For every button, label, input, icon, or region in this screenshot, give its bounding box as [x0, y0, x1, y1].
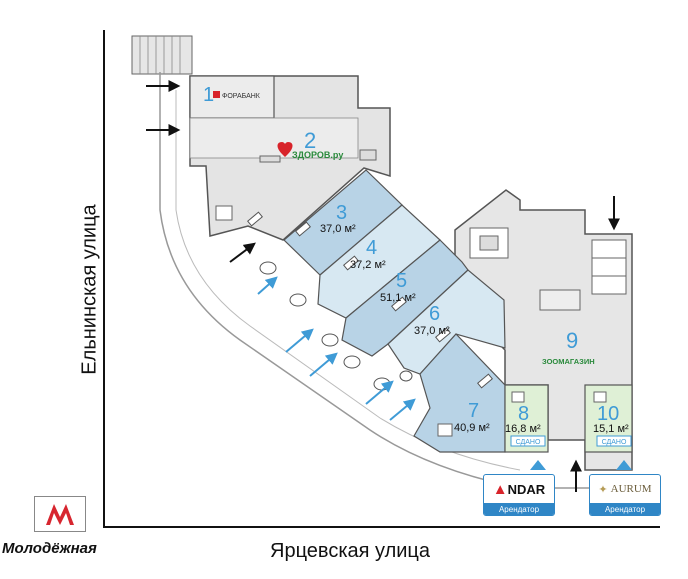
- unit-7-area-label: 40,9 м²: [454, 422, 490, 434]
- storefront-windows: [247, 211, 493, 389]
- entrance-arrows: [146, 80, 620, 492]
- aurum-caption: Арендатор: [590, 503, 660, 515]
- unit-10-number: 10: [597, 403, 619, 425]
- tenant-zoo-label: ЗООМАГАЗИН: [542, 357, 595, 366]
- metro-m-icon: [46, 504, 74, 525]
- aurum-diamond-icon: ✦: [598, 483, 608, 496]
- tenant-forabank-label: ФОРАБАНК: [222, 93, 261, 100]
- unit-6-area: [387, 269, 506, 375]
- tenant-badge-ndar: ▲ NDAR Арендатор: [483, 474, 555, 516]
- ndar-mark-icon: ▲: [492, 480, 508, 498]
- tenant-forabank: ФОРАБАНК: [213, 91, 261, 100]
- unit-3-area-label: 37,0 м²: [320, 223, 356, 235]
- tenant-badge-aurum: ✦ AURUM Арендатор: [589, 474, 661, 516]
- unit-4-number: 4: [366, 237, 377, 259]
- unit-4-area-label: 37,2 м²: [350, 259, 386, 271]
- unit-10-status: СДАНО: [596, 435, 632, 447]
- interior-fixtures: [215, 149, 627, 437]
- badge-pointer-aurum: [616, 460, 632, 470]
- storefront-entrance-arrows: [257, 276, 416, 421]
- entry-stair: [131, 35, 193, 75]
- ndar-logo: ▲ NDAR: [484, 475, 554, 503]
- heart-icon: [277, 142, 293, 157]
- ndar-logo-text: NDAR: [507, 481, 546, 497]
- unit-1-area: [189, 75, 275, 119]
- unit-5-area-label: 51,1 м²: [380, 292, 416, 304]
- unit-2-number: 2: [304, 128, 316, 153]
- unit-10-status-text: СДАНО: [602, 439, 627, 446]
- unit-7-area: [413, 333, 506, 453]
- sidewalk-outline: [159, 72, 640, 489]
- unit-3-number: 3: [336, 202, 347, 224]
- unit-6-area-label: 37,0 м²: [414, 325, 450, 337]
- aurum-logo: ✦ AURUM: [590, 475, 660, 503]
- unit-5-number: 5: [396, 270, 407, 292]
- ndar-caption: Арендатор: [484, 503, 554, 515]
- unit-2-upper: [189, 117, 359, 159]
- street-label-bottom: Ярцевская улица: [270, 540, 430, 562]
- unit-7-number: 7: [468, 400, 479, 422]
- metro-station-label: Молодёжная: [2, 540, 97, 557]
- sidewalk-inner: [175, 90, 521, 471]
- tenant-zdorov: ЗДОРОВ.ру: [277, 142, 343, 160]
- forabank-logo-icon: [213, 91, 220, 98]
- aurum-logo-text: AURUM: [610, 483, 652, 495]
- badge-pointer-ndar: [530, 460, 546, 470]
- unit-6-number: 6: [429, 303, 440, 325]
- unit-8-status-text: СДАНО: [516, 439, 541, 446]
- facade-columns: [259, 261, 413, 391]
- unit-8-number: 8: [518, 403, 529, 425]
- unit-8-status: СДАНО: [510, 435, 546, 447]
- unit-10-area-label: 15,1 м²: [593, 423, 629, 435]
- metro-logo: [34, 496, 86, 532]
- unit-1-number: 1: [203, 84, 214, 106]
- unit-8-area-label: 16,8 м²: [505, 423, 541, 435]
- unit-9-number: 9: [566, 328, 578, 353]
- tenant-zdorov-label: ЗДОРОВ.ру: [292, 150, 343, 160]
